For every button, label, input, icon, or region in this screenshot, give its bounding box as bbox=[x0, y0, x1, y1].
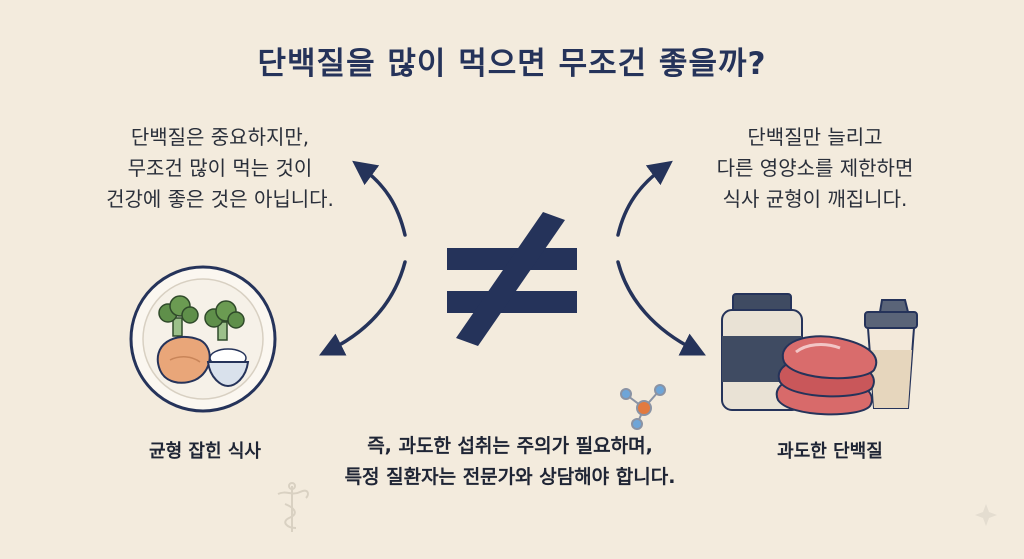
caduceus-icon bbox=[277, 482, 309, 532]
plate-icon bbox=[129, 265, 277, 413]
arrow-icon bbox=[319, 160, 706, 356]
sparkle-icon bbox=[975, 504, 997, 526]
right-explanation: 단백질만 늘리고 다른 영양소를 제한하면 식사 균형이 깨집니다. bbox=[665, 122, 965, 215]
right-line-1: 단백질만 늘리고 bbox=[747, 125, 883, 149]
left-line-2: 무조건 많이 먹는 것이 bbox=[127, 156, 313, 180]
shaker-icon bbox=[864, 299, 918, 409]
excess-protein-caption: 과도한 단백질 bbox=[777, 441, 883, 462]
chicken-icon bbox=[156, 335, 211, 384]
page-title: 단백질을 많이 먹으면 무조건 좋을까? bbox=[257, 46, 767, 82]
arrow-top-left bbox=[352, 160, 407, 237]
steak-icon bbox=[775, 335, 878, 416]
not-equal-icon bbox=[447, 212, 577, 346]
bottom-line-1: 즉, 과도한 섭취는 주의가 필요하며, bbox=[367, 435, 653, 457]
right-line-2: 다른 영양소를 제한하면 bbox=[716, 156, 914, 180]
left-line-3: 건강에 좋은 것은 아닙니다. bbox=[106, 187, 334, 211]
left-line-1: 단백질은 중요하지만, bbox=[130, 125, 310, 149]
molecule-icon bbox=[620, 384, 666, 430]
balanced-meal-caption: 균형 잡힌 식사 bbox=[149, 441, 261, 462]
arrow-bottom-left bbox=[319, 260, 407, 356]
broccoli-icon bbox=[158, 295, 245, 341]
arrow-bottom-right bbox=[616, 260, 706, 356]
rice-bowl-icon bbox=[206, 348, 250, 388]
bottom-line-2: 특정 질환자는 전문가와 상담해야 합니다. bbox=[344, 466, 676, 488]
left-explanation: 단백질은 중요하지만, 무조건 많이 먹는 것이 건강에 좋은 것은 아닙니다. bbox=[70, 122, 370, 215]
arrow-top-right bbox=[616, 160, 673, 237]
bottom-conclusion: 즉, 과도한 섭취는 주의가 필요하며, 특정 질환자는 전문가와 상담해야 합… bbox=[250, 431, 770, 493]
right-line-3: 식사 균형이 깨집니다. bbox=[722, 187, 908, 211]
